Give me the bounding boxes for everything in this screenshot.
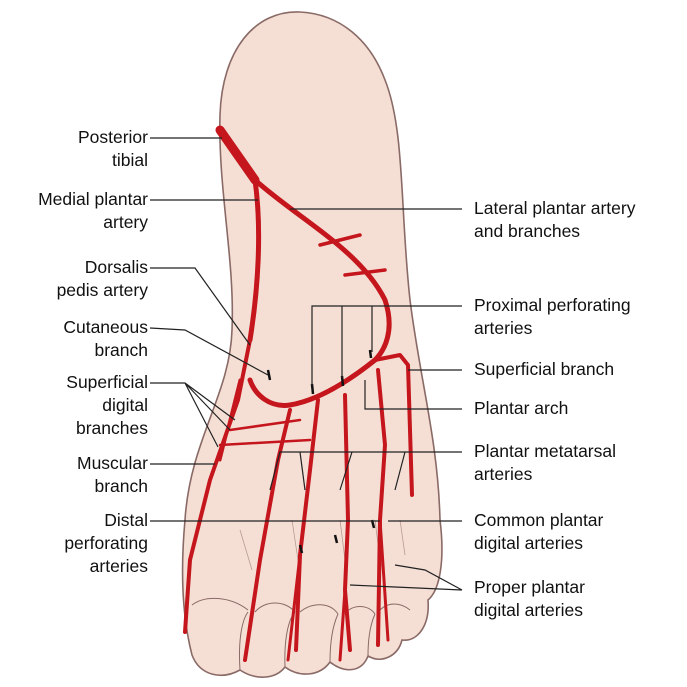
label-cutaneous-branch: Cutaneous branch	[63, 316, 148, 362]
label-common-plantar-digital-arteries: Common plantar digital arteries	[474, 509, 603, 555]
label-plantar-arch: Plantar arch	[474, 397, 568, 420]
label-proximal-perforating-arteries: Proximal perforating arteries	[474, 294, 631, 340]
label-superficial-digital-branches: Superficial digital branches	[66, 371, 148, 440]
label-muscular-branch: Muscular branch	[77, 452, 148, 498]
label-posterior-tibial: Posterior tibial	[78, 126, 148, 172]
label-lateral-plantar-artery: Lateral plantar artery and branches	[474, 197, 635, 243]
label-plantar-metatarsal-arteries: Plantar metatarsal arteries	[474, 440, 616, 486]
label-proper-plantar-digital-arteries: Proper plantar digital arteries	[474, 576, 585, 622]
label-medial-plantar-artery: Medial plantar artery	[38, 188, 148, 234]
label-dorsalis-pedis-artery: Dorsalis pedis artery	[57, 256, 148, 302]
label-superficial-branch: Superficial branch	[474, 358, 614, 381]
label-distal-perforating-arteries: Distal perforating arteries	[64, 509, 148, 578]
